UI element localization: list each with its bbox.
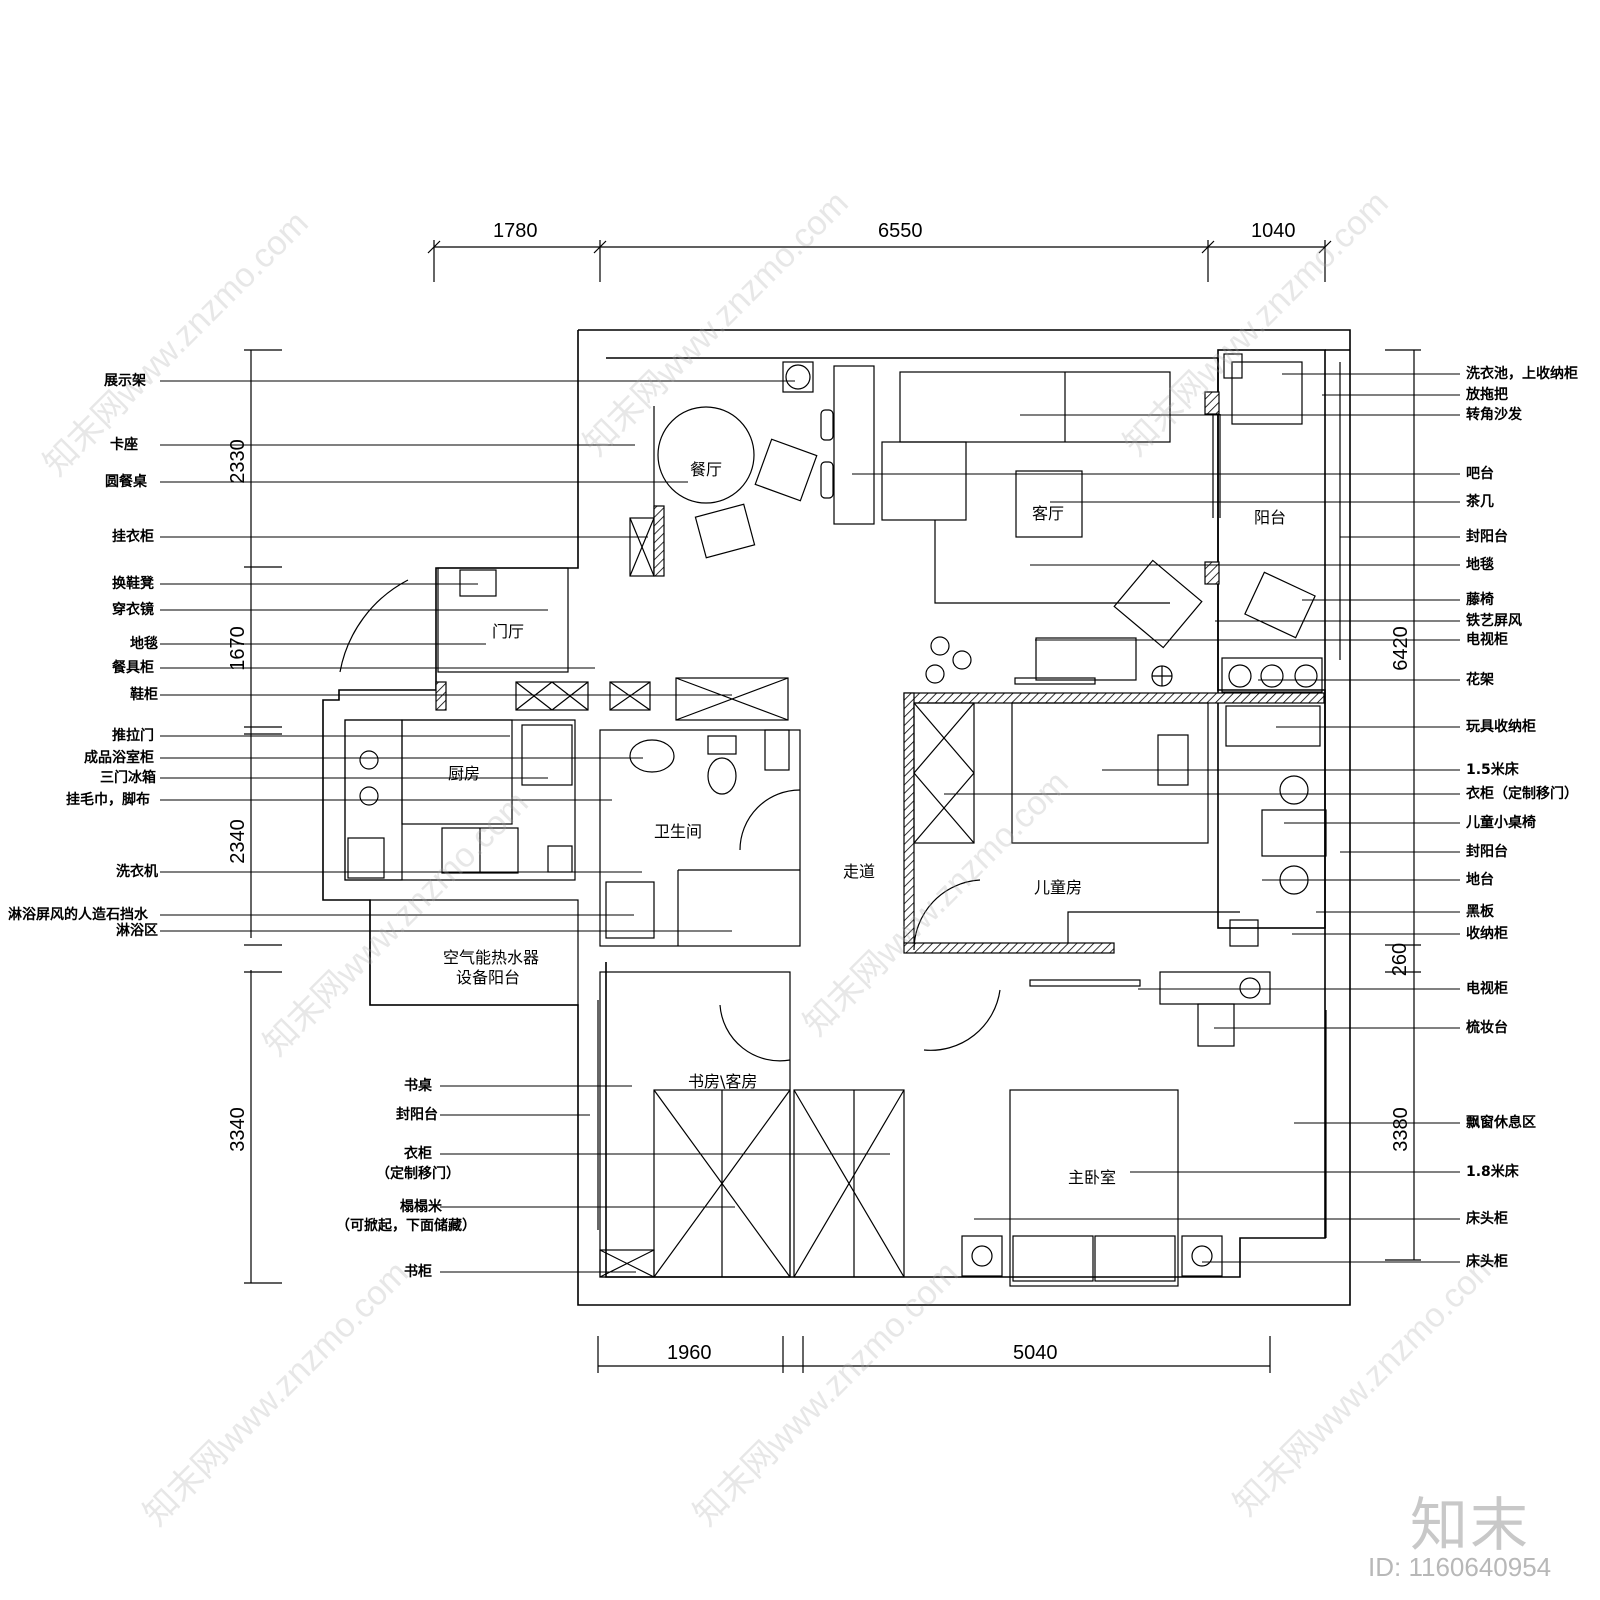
label-sideboard: 餐具柜 bbox=[112, 660, 154, 676]
dim-left-2: 1670 bbox=[226, 626, 249, 671]
label-wardrobe-note: （定制移门） bbox=[376, 1166, 460, 1182]
label-kids-table: 儿童小桌椅 bbox=[1466, 815, 1536, 831]
label-sliding-door: 推拉门 bbox=[112, 728, 154, 744]
entry-area bbox=[339, 567, 789, 721]
label-shower-curb: 淋浴屏风的人造石挡水 bbox=[8, 907, 148, 923]
room-study: 书房\客房 bbox=[688, 1072, 758, 1091]
label-tatami: 榻榻米 bbox=[400, 1199, 442, 1215]
dim-right-1: 6420 bbox=[1389, 626, 1412, 671]
label-plant-stand: 花架 bbox=[1466, 672, 1494, 688]
balcony-area bbox=[1221, 353, 1341, 693]
dim-right-2: 260 bbox=[1389, 942, 1412, 977]
dim-bottom-2: 5040 bbox=[1013, 1342, 1058, 1364]
label-shoe-cabinet: 鞋柜 bbox=[130, 687, 158, 703]
label-tatami-note: （可掀起，下面储藏） bbox=[336, 1218, 476, 1234]
room-dining: 餐厅 bbox=[690, 460, 723, 479]
label-1-8m-bed: 1.8米床 bbox=[1466, 1164, 1519, 1180]
label-bookcase: 书柜 bbox=[404, 1264, 432, 1280]
label-platform: 地台 bbox=[1466, 872, 1494, 888]
label-round-table: 圆餐桌 bbox=[105, 474, 147, 490]
label-iron-screen: 铁艺屏风 bbox=[1466, 613, 1522, 629]
label-shoe-bench: 换鞋凳 bbox=[112, 576, 154, 592]
label-nightstand-2: 床头柜 bbox=[1466, 1254, 1508, 1270]
label-1-5m-bed: 1.5米床 bbox=[1466, 762, 1519, 778]
watermark-logo: 知末 bbox=[1410, 1491, 1531, 1559]
label-corner-sofa: 转角沙发 bbox=[1466, 407, 1522, 423]
dim-left-4: 3340 bbox=[226, 1107, 249, 1152]
label-bar: 吧台 bbox=[1466, 466, 1494, 482]
kids-room-area bbox=[913, 702, 1327, 951]
label-tv-cabinet: 电视柜 bbox=[1466, 632, 1508, 648]
top-dimension-lines bbox=[427, 240, 1332, 282]
dim-left-1: 2330 bbox=[226, 439, 249, 484]
label-washer: 洗衣机 bbox=[116, 864, 158, 880]
bathroom-area bbox=[599, 729, 801, 947]
room-heater-1: 空气能热水器 bbox=[443, 948, 540, 967]
label-shower-area: 淋浴区 bbox=[116, 923, 158, 939]
label-laundry-sink: 洗衣池，上收纳柜 bbox=[1466, 366, 1578, 382]
room-balcony: 阳台 bbox=[1254, 508, 1287, 527]
label-nightstand-1: 床头柜 bbox=[1466, 1211, 1508, 1227]
study-area bbox=[597, 971, 905, 1278]
label-toy-storage: 玩具收纳柜 bbox=[1466, 719, 1536, 735]
label-bath-cabinet: 成品浴室柜 bbox=[84, 750, 154, 766]
dim-top-1: 1780 bbox=[493, 220, 538, 242]
label-rattan-chair: 藤椅 bbox=[1466, 592, 1494, 608]
dim-left-3: 2340 bbox=[226, 819, 249, 864]
label-coat-cabinet: 挂衣柜 bbox=[112, 529, 154, 545]
room-kids: 儿童房 bbox=[1034, 878, 1083, 897]
label-rug: 地毯 bbox=[130, 636, 158, 652]
label-enclosed-balcony-2: 封阳台 bbox=[1466, 529, 1508, 545]
room-living: 客厅 bbox=[1032, 504, 1065, 523]
label-wardrobe: 衣柜 bbox=[404, 1146, 432, 1162]
label-storage-cabinet: 收纳柜 bbox=[1466, 926, 1508, 942]
label-desk: 书桌 bbox=[404, 1078, 432, 1094]
dim-top-2: 6550 bbox=[878, 220, 923, 242]
label-mirror: 穿衣镜 bbox=[112, 602, 154, 618]
dim-right-3: 3380 bbox=[1389, 1107, 1412, 1152]
room-kitchen: 厨房 bbox=[448, 764, 481, 783]
bottom-dimension-lines bbox=[597, 1336, 1271, 1373]
dim-bottom-1: 1960 bbox=[667, 1342, 712, 1364]
dim-top-3: 1040 bbox=[1251, 220, 1296, 242]
label-fridge: 三门冰箱 bbox=[100, 770, 156, 786]
room-bath: 卫生间 bbox=[654, 822, 703, 841]
label-booth-seat: 卡座 bbox=[110, 437, 138, 453]
label-towel: 挂毛巾，脚布 bbox=[66, 792, 150, 808]
watermark-id: ID: 1160640954 bbox=[1368, 1552, 1552, 1582]
label-tv-cabinet-2: 电视柜 bbox=[1466, 981, 1508, 997]
room-heater-2: 设备阳台 bbox=[456, 968, 521, 987]
label-enclosed-balcony: 封阳台 bbox=[396, 1107, 438, 1123]
label-coffee-table: 茶几 bbox=[1466, 494, 1494, 510]
master-room-area bbox=[923, 971, 1327, 1287]
living-area bbox=[881, 371, 1221, 687]
dining-area bbox=[629, 361, 875, 577]
label-mop: 放拖把 bbox=[1466, 387, 1508, 403]
label-bay-window: 飘窗休息区 bbox=[1466, 1115, 1536, 1131]
room-corridor: 走道 bbox=[843, 862, 876, 881]
label-wardrobe-2: 衣柜（定制移门） bbox=[1466, 786, 1578, 802]
leader-lines bbox=[160, 373, 1460, 1273]
room-master: 主卧室 bbox=[1068, 1168, 1117, 1187]
label-enclosed-balcony-3: 封阳台 bbox=[1466, 844, 1508, 860]
label-dresser: 梳妆台 bbox=[1466, 1020, 1508, 1036]
heater-balcony bbox=[369, 899, 579, 1006]
room-entry: 门厅 bbox=[492, 622, 525, 641]
label-display-shelf: 展示架 bbox=[104, 373, 146, 389]
label-rug-2: 地毯 bbox=[1466, 557, 1494, 573]
label-blackboard: 黑板 bbox=[1466, 904, 1494, 920]
